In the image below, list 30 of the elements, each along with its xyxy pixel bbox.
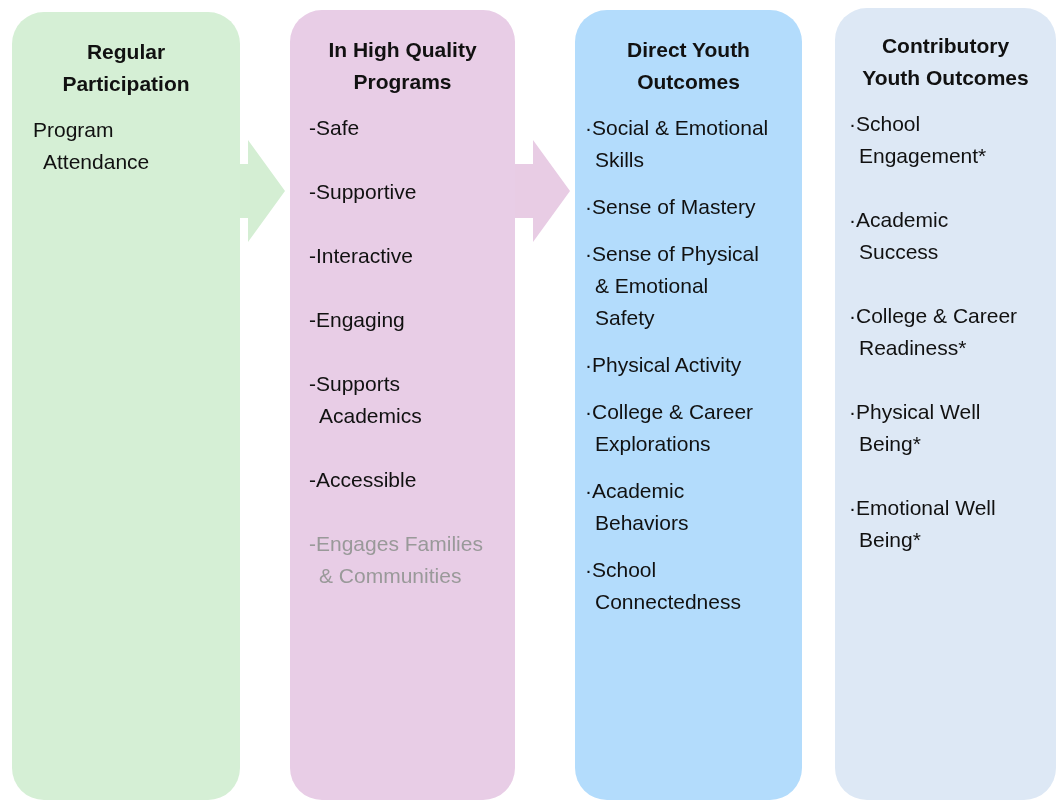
list-item: ·School Connectedness xyxy=(585,557,742,615)
list-item: ·College & Career Readiness* xyxy=(849,303,1019,361)
column-panel xyxy=(835,8,1056,800)
list-item: ·College & Career Explorations xyxy=(585,399,755,457)
list-item: ·School Engagement* xyxy=(849,111,988,169)
list-item: -Interactive xyxy=(309,243,414,269)
list-item: ·Academic Behaviors xyxy=(585,478,690,536)
list-item: ·Academic Success xyxy=(849,207,950,265)
column-panel xyxy=(12,12,240,800)
list-item: ·Emotional Well Being* xyxy=(849,495,997,553)
column-heading: Direct Youth Outcomes xyxy=(626,37,751,95)
list-item: ·Physical Activity xyxy=(585,352,743,378)
column-heading: In High Quality Programs xyxy=(327,37,478,95)
list-item: -Supportive xyxy=(309,179,418,205)
list-item: -Engaging xyxy=(309,307,406,333)
list-item: ·Social & Emotional Skills xyxy=(585,115,770,173)
block-arrow xyxy=(240,140,285,242)
list-item: -Supports Academics xyxy=(309,371,423,429)
list-item: -Accessible xyxy=(309,467,418,493)
list-item: ·Sense of Mastery xyxy=(585,194,757,220)
list-item: -Engages Families & Communities xyxy=(309,531,484,589)
column-heading: Contributory Youth Outcomes xyxy=(861,33,1030,91)
list-item: Program Attendance xyxy=(33,117,151,175)
list-item: ·Physical Well Being* xyxy=(849,399,982,457)
list-item: ·Sense of Physical & Emotional Safety xyxy=(585,241,760,331)
column-panel xyxy=(290,10,515,800)
column-heading: Regular Participation xyxy=(61,39,191,97)
list-item: -Safe xyxy=(309,115,361,141)
column-panel xyxy=(575,10,802,800)
block-arrow xyxy=(515,140,570,242)
